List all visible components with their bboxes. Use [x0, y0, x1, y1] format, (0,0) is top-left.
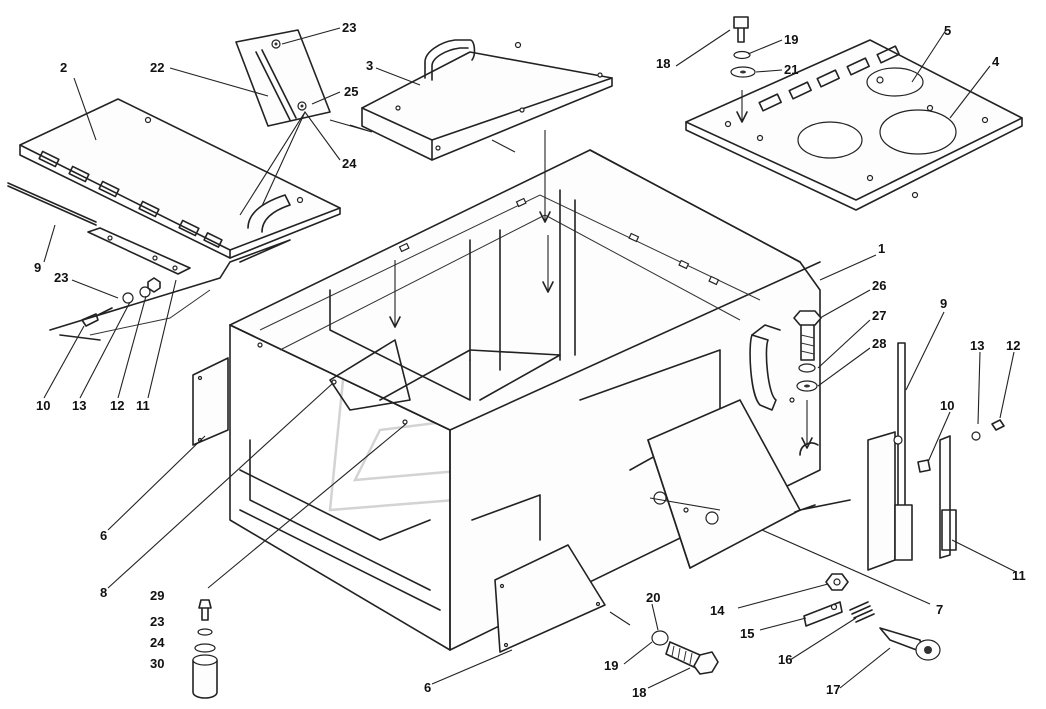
- callout-6-left: 6: [100, 528, 107, 543]
- callout-25: 25: [344, 84, 358, 99]
- callout-20: 20: [646, 590, 660, 605]
- rod-9-left: [7, 182, 97, 223]
- bolt-26: [793, 310, 822, 449]
- callout-5: 5: [944, 23, 951, 38]
- callout-18-bottom: 18: [632, 685, 646, 700]
- callout-13-right: 13: [970, 338, 984, 353]
- latch-strip-22: [235, 29, 331, 127]
- callout-1: 1: [878, 241, 885, 256]
- callout-19-bottom: 19: [604, 658, 618, 673]
- side-plate-6-front: [494, 544, 606, 653]
- round-cap-5: [866, 67, 924, 97]
- callout-15: 15: [740, 626, 754, 641]
- callout-7: 7: [936, 602, 943, 617]
- callout-13-left: 13: [72, 398, 86, 413]
- callout-11-left: 11: [136, 398, 150, 413]
- callout-26: 26: [872, 278, 886, 293]
- door-panel-7: [647, 399, 851, 569]
- fasteners-bottom-right: [803, 573, 941, 661]
- cover-with-handle-3: [361, 39, 613, 161]
- callout-10-right: 10: [940, 398, 954, 413]
- callout-23-bottom: 23: [150, 614, 164, 629]
- callout-18-top: 18: [656, 56, 670, 71]
- callout-29: 29: [150, 588, 164, 603]
- callout-27: 27: [872, 308, 886, 323]
- gasket-strip: [49, 239, 291, 341]
- callout-16: 16: [778, 652, 792, 667]
- side-plate-6-left: [192, 357, 229, 446]
- callout-28: 28: [872, 336, 886, 351]
- assembly-arrows: [329, 119, 721, 626]
- callout-3: 3: [366, 58, 373, 73]
- small-fasteners-left: [81, 277, 161, 327]
- callout-8: 8: [100, 585, 107, 600]
- callout-14: 14: [710, 603, 725, 618]
- callout-9-left: 9: [34, 260, 41, 275]
- bolt-18-bottom: [651, 630, 719, 675]
- callout-17: 17: [826, 682, 840, 697]
- inner-plate-8: [329, 339, 411, 411]
- callout-2: 2: [60, 60, 67, 75]
- bushing-stack-bottom-left: [192, 599, 218, 699]
- callout-23-left: 23: [54, 270, 68, 285]
- callout-4: 4: [992, 54, 1000, 69]
- callout-12-left: 12: [110, 398, 124, 413]
- callout-10-left: 10: [36, 398, 50, 413]
- hinge-strip-11-left: [87, 227, 191, 275]
- top-plate-4: [685, 39, 1023, 211]
- callout-24-top: 24: [342, 156, 357, 171]
- callout-9-right: 9: [940, 296, 947, 311]
- bolt-18-top: [730, 16, 756, 123]
- callout-22: 22: [150, 60, 164, 75]
- callout-12-right: 12: [1006, 338, 1020, 353]
- callout-11-right: 11: [1012, 568, 1026, 583]
- callout-6-front: 6: [424, 680, 431, 695]
- top-cover-panel-2: [19, 98, 341, 259]
- callout-24-bottom: 24: [150, 635, 165, 650]
- callout-21: 21: [784, 62, 798, 77]
- callout-labels: 2 22 23 25 24 3 18 19 21 5 4 1 26 27 28 …: [34, 20, 1026, 700]
- callout-23-top: 23: [342, 20, 356, 35]
- hinge-assembly-right: [867, 342, 1005, 571]
- callout-19-top: 19: [784, 32, 798, 47]
- leader-lines: [43, 27, 1017, 689]
- callout-30: 30: [150, 656, 164, 671]
